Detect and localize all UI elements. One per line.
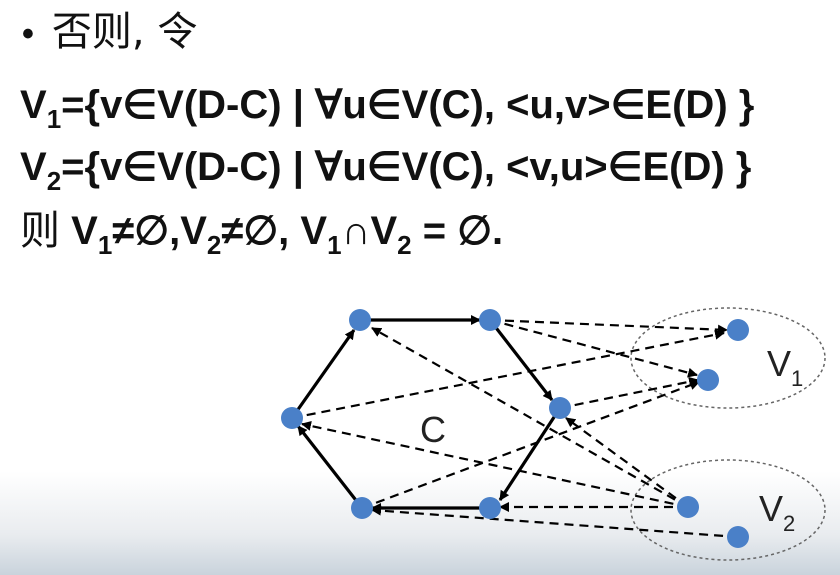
cycle-edge-2: [488, 319, 554, 401]
term-v2-relation: ≠∅,: [221, 209, 290, 253]
v1-ellipse: [630, 307, 826, 409]
term-v2: V: [180, 209, 207, 253]
label-v2-subscript: 2: [783, 511, 795, 536]
term-v1: V: [71, 209, 98, 253]
term-v1-subscript: 1: [97, 230, 113, 260]
node-v2-a: [677, 496, 699, 518]
v2-ellipse: [630, 459, 826, 561]
label-v1-main: V: [767, 343, 791, 384]
intersection-symbol: ∩: [341, 209, 371, 253]
dashed-edge-4: [559, 376, 699, 410]
intro-text: 否则, 令: [51, 9, 198, 55]
cycle-edge-3: [498, 407, 562, 501]
label-v1-subscript: 1: [791, 366, 803, 391]
term-v1-b-subscript: 1: [327, 230, 342, 260]
node-c-top-left: [349, 309, 371, 331]
dashed-edge-8: [565, 417, 689, 508]
v2-definition-body: ={v∈V(D-C) | ∀u∈V(C), <v,u>∈E(D) }: [61, 145, 752, 189]
bullet: •: [22, 15, 34, 53]
v1-symbol: V: [20, 83, 47, 127]
v2-subscript: 2: [46, 166, 62, 196]
dashed-edge-1: [489, 318, 728, 335]
node-c-right: [549, 397, 571, 419]
definition-v2: V2={v∈V(D-C) | ∀u∈V(C), <v,u>∈E(D) }: [20, 145, 751, 203]
label-v2: V2: [759, 488, 795, 536]
dashed-edge-10: [371, 505, 739, 539]
label-v2-main: V: [759, 488, 783, 529]
definition-v1: V1={v∈V(D-C) | ∀u∈V(C), <u,v>∈E(D) }: [20, 83, 754, 141]
term-v1-relation: ≠∅,: [112, 209, 181, 253]
node-v1-a: [727, 319, 749, 341]
node-c-bottom-left: [351, 497, 373, 519]
label-v1: V1: [767, 343, 803, 391]
node-v2-b: [727, 526, 749, 548]
term-v1-b: V: [300, 209, 328, 253]
v2-symbol: V: [20, 145, 47, 189]
node-c-top-right: [479, 309, 501, 331]
node-c-bottom-right: [479, 497, 501, 519]
v1-subscript: 1: [46, 104, 62, 134]
label-c: C: [420, 409, 446, 450]
conclusion-prefix: 则: [20, 208, 60, 254]
dashed-edge-6: [371, 327, 689, 508]
node-v1-b: [697, 369, 719, 391]
intro-line: • 否则, 令: [22, 10, 197, 56]
conclusion-line: 则 V1≠∅,V2≠∅, V1∩V2 = ∅.: [20, 209, 503, 267]
dashed-edge-3: [291, 329, 725, 420]
term-v2-b: V: [370, 209, 398, 253]
cycle-edge-5: [296, 425, 364, 509]
dashed-edge-2: [489, 318, 698, 378]
term-v2-subscript: 2: [206, 230, 222, 260]
cycle-edge-6: [290, 329, 356, 419]
term-v2-b-subscript: 2: [397, 230, 412, 260]
dashed-edge-7: [301, 421, 689, 509]
v1-definition-body: ={v∈V(D-C) | ∀u∈V(C), <u,v>∈E(D) }: [61, 83, 755, 127]
empty-set-result: = ∅.: [411, 209, 504, 253]
dashed-edge-5: [361, 380, 700, 510]
node-c-left: [281, 407, 303, 429]
